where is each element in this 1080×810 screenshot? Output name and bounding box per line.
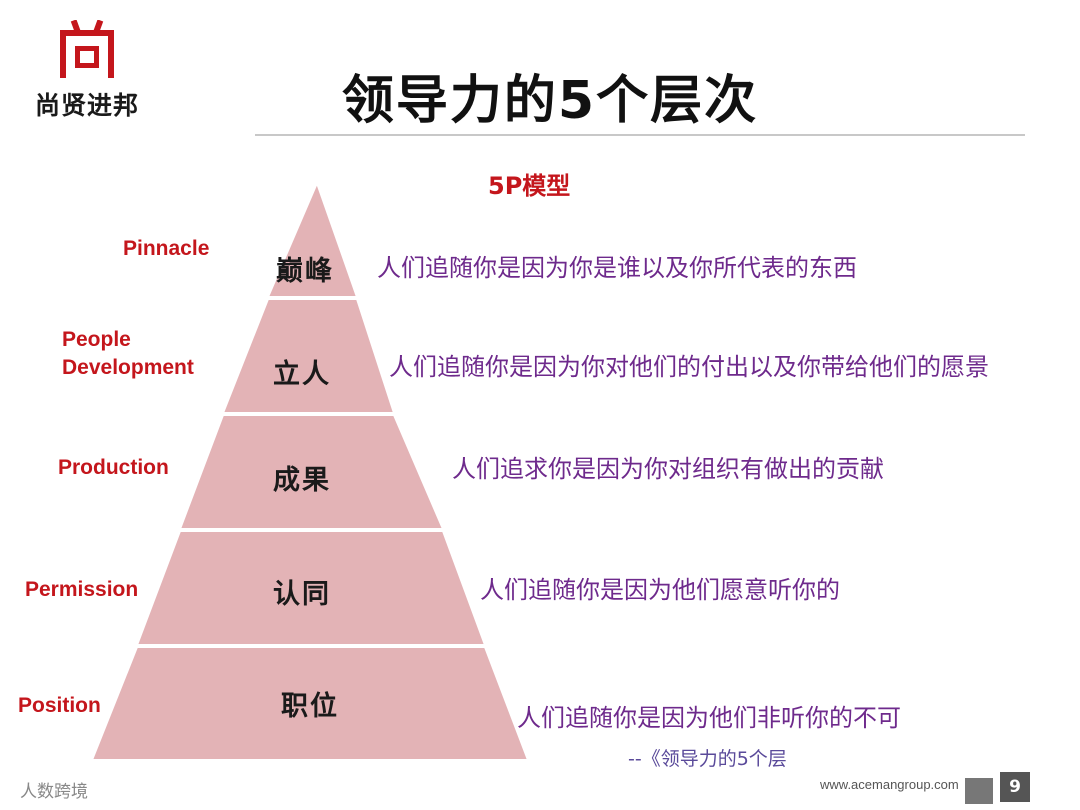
level-en-people-development: People Development [62, 328, 194, 379]
pyramid-tier-position [90, 646, 530, 761]
level-desc-position: 人们追随你是因为他们非听你的不可 [517, 704, 901, 732]
level-desc-production: 人们追求你是因为你对组织有做出的贡献 [452, 455, 884, 483]
pyramid-tier-pinnacle [266, 180, 359, 298]
level-cn-pinnacle: 巅峰 [276, 256, 334, 287]
title-divider [255, 134, 1025, 136]
footer-url: www.acemangroup.com [820, 777, 959, 792]
level-en-position: Position [18, 694, 101, 717]
company-logo: 尚贤进邦 [22, 20, 152, 120]
level-desc-pinnacle: 人们追随你是因为你是谁以及你所代表的东西 [377, 254, 857, 282]
page-number: 9 [1000, 772, 1030, 802]
logo-text: 尚贤进邦 [34, 91, 139, 120]
pyramid-tier-permission [135, 530, 487, 646]
level-en-pinnacle: Pinnacle [123, 237, 210, 260]
level-en-permission: Permission [25, 578, 139, 601]
level-cn-production: 成果 [273, 465, 331, 496]
page-badge-decoration [965, 778, 993, 804]
pyramid-tier-production [178, 414, 445, 530]
page-title: 领导力的5个层次 [341, 71, 759, 131]
footer-watermark: 人数跨境 [20, 782, 88, 802]
pyramid-tier-people-development [221, 298, 396, 414]
level-cn-permission: 认同 [273, 579, 331, 610]
level-cn-position: 职位 [281, 691, 339, 722]
level-desc-permission: 人们追随你是因为他们愿意听你的 [480, 576, 840, 604]
model-label: 5P模型 [488, 172, 571, 200]
level-desc-people-development: 人们追随你是因为你对他们的付出以及你带给他们的愿景 [389, 353, 989, 381]
logo-mark-icon [60, 20, 114, 78]
level-cn-people-development: 立人 [273, 359, 331, 390]
source-quote: --《领导力的5个层 [628, 748, 787, 770]
level-en-production: Production [58, 456, 169, 479]
